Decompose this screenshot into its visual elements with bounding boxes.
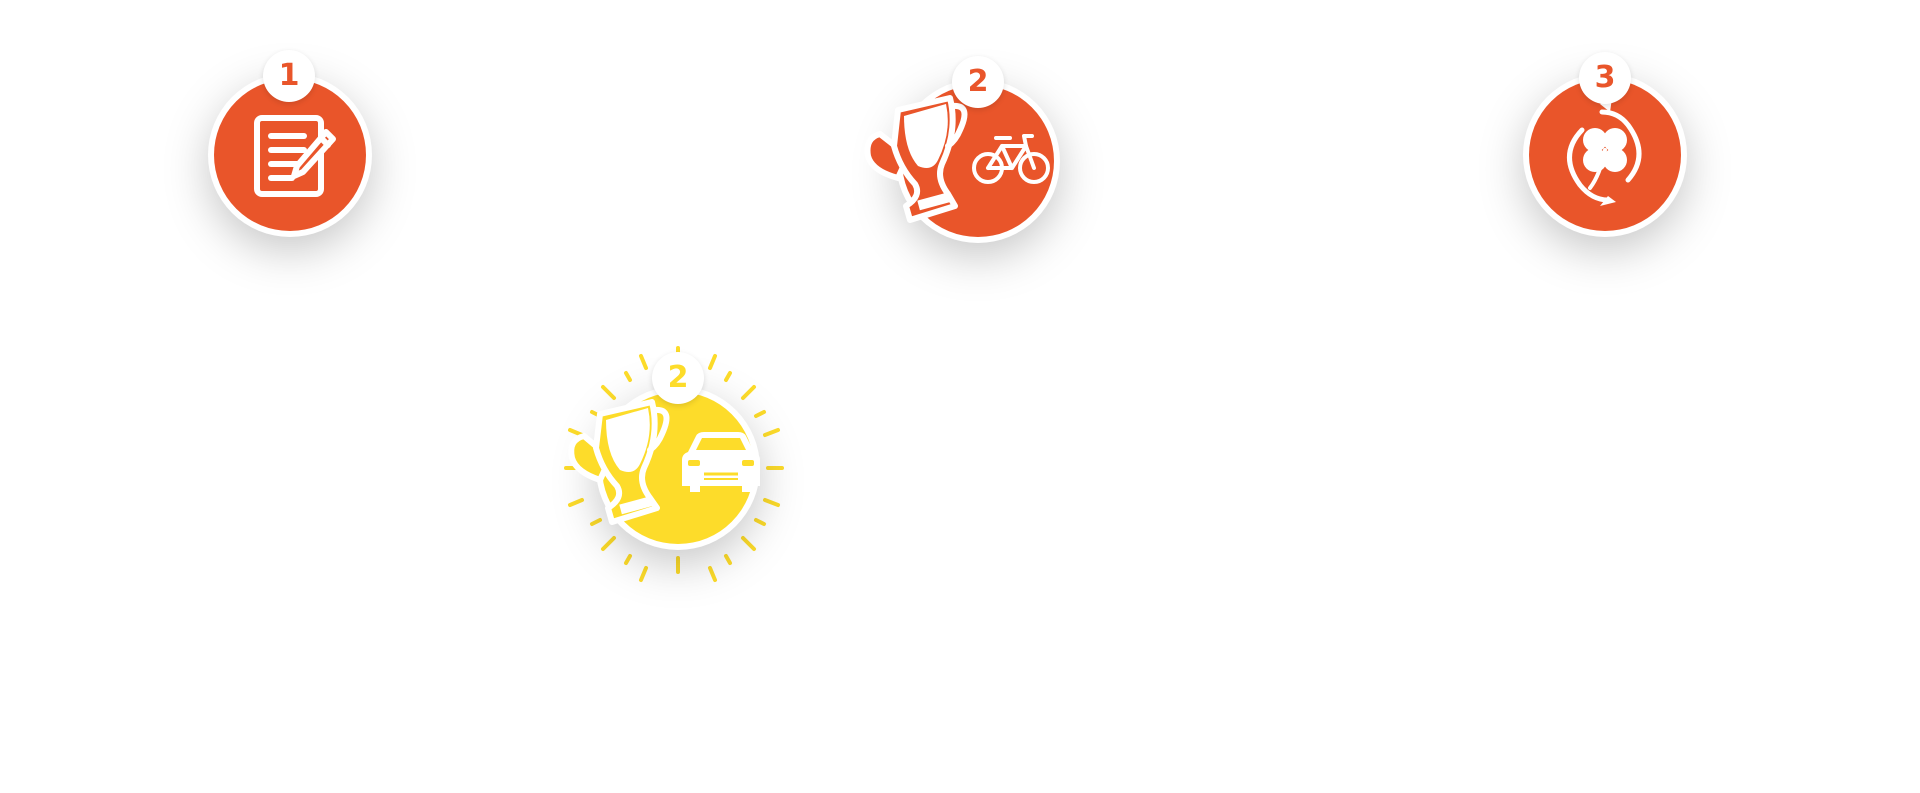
step-number-badge: 1 (263, 50, 315, 102)
step-1[interactable]: 1 (200, 40, 380, 240)
step-number-badge: 2 (652, 352, 704, 404)
step-number-badge: 3 (1579, 52, 1631, 104)
document-pencil-icon (254, 115, 336, 197)
clover-cycle-icon (1567, 98, 1642, 206)
step-2-highlighted-circle (564, 346, 784, 582)
step-3[interactable]: 3 (1520, 40, 1700, 250)
trophy-bicycle-icon (864, 95, 1050, 223)
step-number-badge: 2 (952, 56, 1004, 108)
step-2[interactable]: 2 (860, 46, 1080, 256)
car-icon (682, 432, 760, 492)
step-2-circle (864, 79, 1060, 243)
step-1-circle (208, 73, 372, 237)
sunburst-rays (564, 346, 784, 582)
step-3-circle (1523, 73, 1687, 237)
trophy-car-icon (568, 399, 760, 525)
step-2-highlighted[interactable]: 2 (560, 340, 800, 590)
